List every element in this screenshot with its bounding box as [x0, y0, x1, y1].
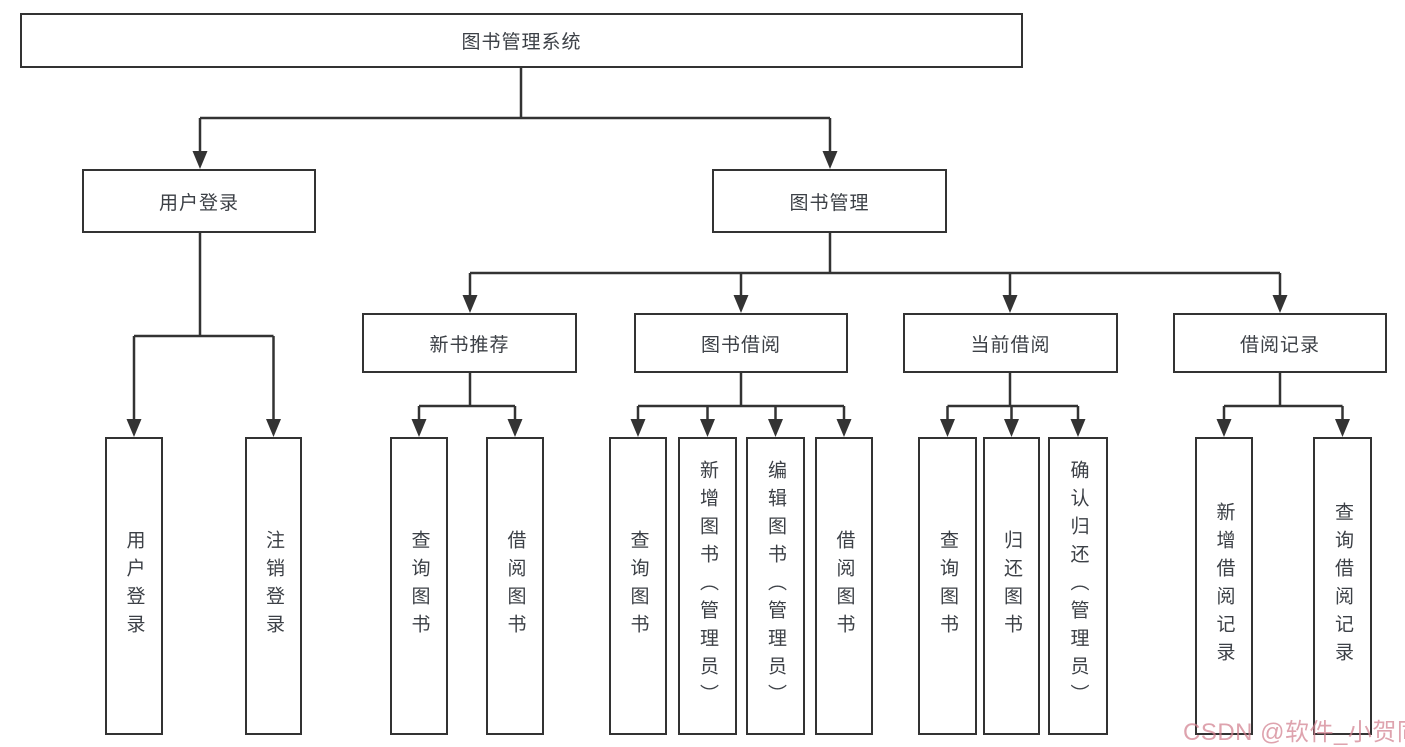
leaf-borrow-books-recommend-label: 借阅图书 — [504, 530, 526, 642]
node-user-login-label: 用户登录 — [158, 192, 239, 214]
leaf-edit-books-admin: 编辑图书（管理员） — [746, 437, 805, 735]
arrowhead — [940, 419, 955, 437]
connector-book-borrow-to-leaves — [636, 373, 846, 421]
leaf-borrow-books-recommend: 借阅图书 — [486, 437, 544, 735]
leaf-query-borrow-record-label: 查询借阅记录 — [1332, 502, 1353, 670]
arrowhead — [768, 419, 783, 437]
node-borrow-record: 借阅记录 — [1173, 313, 1387, 373]
leaf-logout-label: 注销登录 — [263, 530, 284, 642]
connector-borrow-record-to-leaves — [1222, 373, 1344, 421]
node-root: 图书管理系统 — [20, 13, 1023, 68]
leaf-query-books-recommend: 查询图书 — [390, 437, 448, 735]
leaf-add-borrow-record: 新增借阅记录 — [1195, 437, 1253, 735]
csdn-watermark: CSDN @软件_小贺同学 — [1183, 719, 1405, 746]
leaf-return-books: 归还图书 — [983, 437, 1040, 735]
leaf-query-books-borrow-label: 查询图书 — [627, 530, 649, 642]
leaf-user-login: 用户登录 — [105, 437, 163, 735]
leaf-query-books-borrow: 查询图书 — [609, 437, 667, 735]
connector-book-mgmt-to-level3 — [468, 233, 1282, 297]
leaf-edit-books-admin-label: 编辑图书（管理员） — [765, 460, 786, 712]
arrowhead — [700, 419, 715, 437]
leaf-add-books-admin-label: 新增图书（管理员） — [697, 460, 718, 712]
arrowhead — [1004, 419, 1019, 437]
leaf-add-books-admin: 新增图书（管理员） — [678, 437, 737, 735]
arrowhead — [1002, 295, 1018, 313]
arrowhead — [1272, 295, 1288, 313]
node-root-label: 图书管理系统 — [461, 32, 582, 53]
node-user-login: 用户登录 — [82, 169, 316, 233]
leaf-add-borrow-record-label: 新增借阅记录 — [1213, 502, 1235, 670]
node-book-mgmt-label: 图书管理 — [789, 192, 870, 214]
leaf-query-borrow-record: 查询借阅记录 — [1313, 437, 1372, 735]
arrowhead — [462, 295, 478, 313]
arrowhead — [126, 419, 142, 437]
arrowhead — [411, 419, 427, 437]
leaf-query-books-current: 查询图书 — [918, 437, 977, 735]
node-book-mgmt: 图书管理 — [712, 169, 947, 233]
arrowhead — [507, 419, 523, 437]
connector-user-login-to-leaves — [132, 233, 275, 421]
arrowhead — [1070, 419, 1086, 437]
arrowhead — [266, 419, 281, 437]
connector-new-book-to-leaves — [417, 373, 517, 421]
arrowhead — [733, 295, 749, 313]
leaf-confirm-return-admin-label: 确认归还（管理员） — [1067, 460, 1089, 712]
node-borrow-record-label: 借阅记录 — [1239, 334, 1320, 356]
node-current-borrow: 当前借阅 — [903, 313, 1118, 373]
node-new-book: 新书推荐 — [362, 313, 577, 373]
leaf-borrow-books: 借阅图书 — [815, 437, 873, 735]
node-current-borrow-label: 当前借阅 — [970, 334, 1051, 356]
arrowhead — [192, 151, 208, 169]
arrowhead — [1335, 419, 1350, 437]
leaf-borrow-books-label: 借阅图书 — [833, 530, 855, 642]
arrowhead — [836, 419, 852, 437]
arrowhead — [1216, 419, 1232, 437]
arrowhead — [630, 419, 646, 437]
connector-root-to-level2 — [198, 68, 832, 153]
leaf-return-books-label: 归还图书 — [1001, 530, 1022, 642]
leaf-query-books-current-label: 查询图书 — [937, 530, 958, 642]
leaf-query-books-recommend-label: 查询图书 — [408, 530, 430, 642]
node-new-book-label: 新书推荐 — [429, 334, 510, 356]
leaf-user-login-label: 用户登录 — [123, 530, 145, 642]
connector-current-borrow-to-leaves — [946, 373, 1080, 421]
node-book-borrow: 图书借阅 — [634, 313, 848, 373]
leaf-confirm-return-admin: 确认归还（管理员） — [1048, 437, 1108, 735]
leaf-logout: 注销登录 — [245, 437, 302, 735]
node-book-borrow-label: 图书借阅 — [700, 334, 781, 356]
arrowhead — [822, 151, 838, 169]
